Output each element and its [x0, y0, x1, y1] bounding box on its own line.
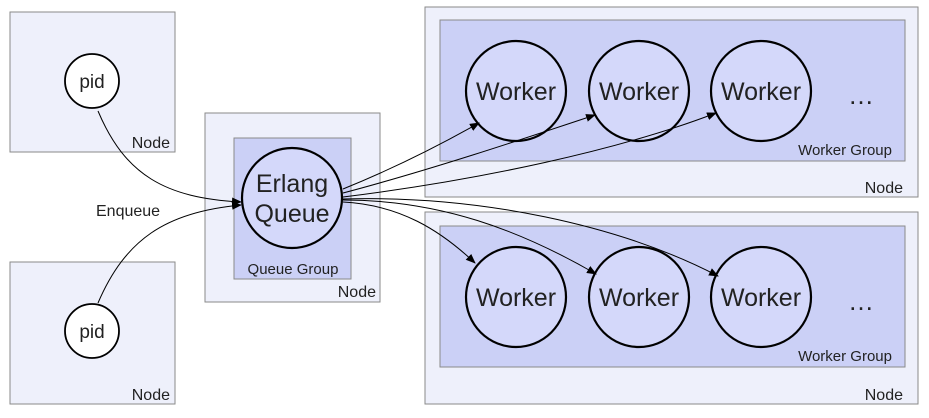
worker-top-ellipsis: …	[848, 80, 874, 110]
worker-top-1-label: Worker	[476, 78, 556, 106]
worker-top-3-circle	[709, 39, 813, 143]
enqueue-arrow-bottom	[97, 201, 242, 304]
enqueue-arrow-top	[97, 110, 242, 206]
worker-bottom-1-circle	[464, 245, 568, 349]
worker-top-3-label: Worker	[721, 78, 801, 106]
pid-top-label: pid	[79, 72, 104, 93]
right-bottom-node-label: Node	[865, 387, 903, 404]
worker-bottom-2-label: Worker	[599, 284, 679, 312]
worker-top-2-label: Worker	[599, 78, 679, 106]
dispatch-arrow-bottom-1	[342, 201, 476, 264]
pid-top-circle	[64, 53, 120, 109]
worker-bottom-3-circle	[709, 245, 813, 349]
pid-bottom-label: pid	[79, 322, 104, 343]
dispatch-arrow-bottom-2	[342, 199, 597, 275]
right-top-node-label: Node	[865, 180, 903, 197]
worker-group-bottom-label: Worker Group	[798, 348, 892, 365]
worker-bottom-2-circle	[587, 245, 691, 349]
pid-bottom-circle	[64, 303, 120, 359]
worker-bottom-3-label: Worker	[721, 284, 801, 312]
worker-bottom-1-label: Worker	[476, 284, 556, 312]
dispatch-arrow-bottom-3	[342, 198, 719, 277]
worker-bottom-ellipsis: …	[848, 286, 874, 316]
erlang-queue-line1: Erlang	[256, 170, 328, 198]
queue-group-label: Queue Group	[248, 261, 339, 278]
worker-top-2-circle	[587, 39, 691, 143]
erlang-queue-circle	[240, 146, 344, 250]
dispatch-arrow-top-2	[342, 114, 596, 194]
enqueue-label: Enqueue	[96, 203, 160, 220]
dispatch-arrow-top-3	[342, 112, 717, 198]
left-bottom-node-label: Node	[132, 387, 170, 404]
queue-node-label: Node	[338, 284, 376, 301]
erlang-queue-line2: Queue	[254, 200, 329, 228]
worker-group-top-label: Worker Group	[798, 142, 892, 159]
left-top-node-label: Node	[132, 135, 170, 152]
dispatch-arrow-top-1	[342, 122, 480, 190]
